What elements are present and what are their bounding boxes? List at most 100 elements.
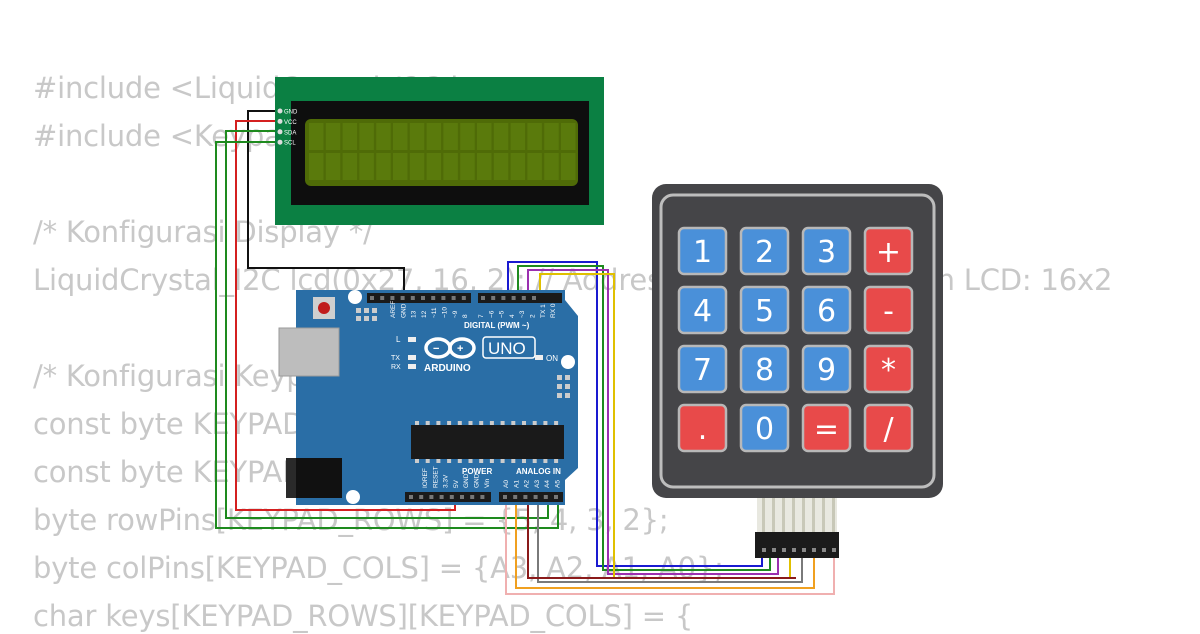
wire-row-pin4[interactable] [517, 265, 771, 571]
header-pin[interactable] [511, 296, 516, 300]
wire-col-a1[interactable] [515, 498, 815, 589]
header-pin[interactable] [410, 296, 415, 300]
key-cap[interactable] [739, 403, 790, 453]
key-1[interactable]: 2 [739, 226, 790, 276]
key-11[interactable]: * [863, 344, 914, 394]
wire-lcd-sda[interactable] [225, 130, 549, 519]
header-pin[interactable] [421, 296, 425, 300]
header-pin[interactable] [523, 495, 528, 499]
wire-lcd-gnd[interactable] [247, 110, 405, 297]
chip-pin [532, 459, 537, 463]
wire-lcd-vcc[interactable] [235, 120, 456, 511]
connector-pin[interactable] [792, 548, 796, 552]
header-pin[interactable] [470, 495, 475, 499]
header-pin[interactable] [390, 296, 395, 300]
header-pin[interactable] [533, 495, 538, 499]
key-cap[interactable] [739, 344, 790, 394]
key-10[interactable]: 9 [801, 344, 852, 394]
lcd-pin[interactable] [277, 139, 283, 145]
header-pin[interactable] [370, 296, 374, 300]
reset-button[interactable] [318, 302, 330, 314]
connector-pin[interactable] [802, 548, 806, 552]
header-pin[interactable] [513, 495, 518, 499]
key-2[interactable]: 3 [801, 226, 852, 276]
key-cap[interactable] [863, 285, 914, 335]
connector-pin[interactable] [832, 548, 836, 552]
wire-lcd-scl[interactable] [215, 141, 559, 529]
key-5[interactable]: 5 [739, 285, 790, 335]
connector-pin[interactable] [822, 548, 826, 552]
connector-pin[interactable] [812, 548, 816, 552]
icsp-pin [557, 393, 562, 398]
key-14[interactable]: = [801, 403, 852, 453]
keypad-connector[interactable] [755, 532, 839, 558]
wire-row-pin5[interactable] [507, 261, 763, 567]
header-pin[interactable] [449, 495, 454, 499]
key-cap[interactable] [739, 285, 790, 335]
digital-pin-header[interactable] [367, 293, 562, 303]
key-cap[interactable] [677, 226, 728, 276]
key-cap[interactable] [863, 403, 914, 453]
header-pin[interactable] [543, 495, 548, 499]
wire-row-pin3[interactable] [527, 269, 779, 575]
power-pin-label: 3.3V [443, 474, 450, 488]
key-cap[interactable] [801, 285, 852, 335]
key-13[interactable]: 0 [739, 403, 790, 453]
key-cap[interactable] [801, 226, 852, 276]
key-cap[interactable] [801, 403, 852, 453]
digital-pin-label: ~6 [488, 310, 495, 318]
key-cap[interactable] [677, 285, 728, 335]
header-pin[interactable] [419, 495, 424, 499]
lcd-pin[interactable] [277, 118, 283, 124]
header-pin[interactable] [451, 296, 456, 300]
key-cap[interactable] [677, 344, 728, 394]
header-pin[interactable] [501, 296, 506, 300]
header-pin[interactable] [480, 495, 485, 499]
key-15[interactable]: / [863, 403, 914, 453]
key-9[interactable]: 8 [739, 344, 790, 394]
key-3[interactable]: + [863, 226, 914, 276]
header-pin[interactable] [521, 296, 526, 300]
key-cap[interactable] [863, 344, 914, 394]
lcd-char-cell [409, 153, 425, 180]
header-pin[interactable] [554, 495, 558, 499]
key-4[interactable]: 4 [677, 285, 728, 335]
connector-pin[interactable] [762, 548, 766, 552]
usb-connector[interactable] [278, 327, 340, 377]
header-pin[interactable] [431, 296, 436, 300]
header-pin[interactable] [429, 495, 434, 499]
wire-col-a3[interactable] [537, 498, 803, 583]
header-pin[interactable] [409, 495, 413, 499]
key-7[interactable]: - [863, 285, 914, 335]
power-analog-pin-header[interactable] [405, 492, 563, 502]
wire-col-a0[interactable] [505, 498, 835, 595]
connector-pin[interactable] [772, 548, 776, 552]
key-8[interactable]: 7 [677, 344, 728, 394]
header-pin[interactable] [481, 296, 485, 300]
header-pin[interactable] [439, 495, 444, 499]
header-pin[interactable] [400, 296, 405, 300]
key-6[interactable]: 6 [801, 285, 852, 335]
header-pin[interactable] [503, 495, 507, 499]
header-pin[interactable] [532, 296, 536, 300]
header-pin[interactable] [460, 495, 464, 499]
key-cap[interactable] [801, 344, 852, 394]
connector-pin[interactable] [782, 548, 786, 552]
header-pin[interactable] [461, 296, 466, 300]
key-cap[interactable] [677, 403, 728, 453]
key-cap[interactable] [863, 226, 914, 276]
header-pin[interactable] [441, 296, 446, 300]
header-pin[interactable] [380, 296, 385, 300]
key-12[interactable]: . [677, 403, 728, 453]
key-cap[interactable] [739, 226, 790, 276]
wire-col-a2[interactable] [527, 498, 796, 579]
lcd-pin[interactable] [277, 108, 283, 114]
header-pin[interactable] [491, 296, 496, 300]
lcd-pin[interactable] [277, 129, 283, 135]
key-0[interactable]: 1 [677, 226, 728, 276]
wire-row-pin2[interactable] [539, 273, 791, 579]
